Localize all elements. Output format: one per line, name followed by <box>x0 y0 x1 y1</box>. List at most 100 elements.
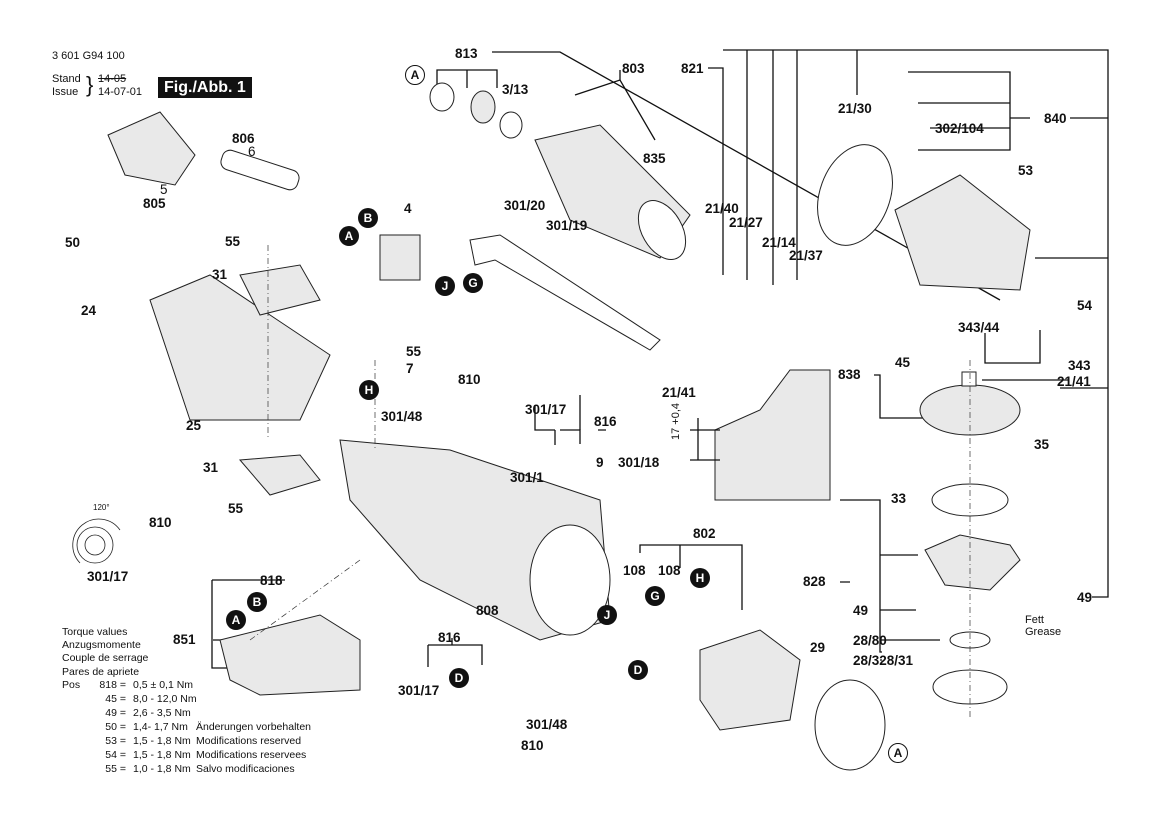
callout-a: A <box>339 226 359 246</box>
part-label: 21/41 <box>662 385 696 400</box>
part-label: 24 <box>81 303 97 318</box>
field-coil-part <box>699 629 801 731</box>
callout-d: D <box>628 660 648 680</box>
torque-pos: 50 = <box>105 721 126 733</box>
torque-title: Pares de apriete <box>62 666 140 678</box>
part-label: 816 <box>594 414 617 429</box>
bearing-part <box>470 90 496 124</box>
torque-pos: 45 = <box>105 693 126 705</box>
part-label: 21/41 <box>1057 374 1091 389</box>
torque-title: Torque values <box>62 626 128 638</box>
switch-cover-part <box>239 264 321 316</box>
callout-j: J <box>597 605 617 625</box>
part-label: 838 <box>838 367 861 382</box>
switch-rod-part <box>469 234 661 351</box>
part-label: 851 <box>173 632 196 647</box>
grease-note: Fett Grease <box>1025 614 1061 638</box>
part-label: 806 <box>232 131 255 146</box>
spring-part <box>84 534 106 556</box>
torque-value: 1,5 - 1,8 Nm <box>133 735 191 747</box>
part-label: 803 <box>622 61 645 76</box>
part-label: 54 <box>1077 298 1093 313</box>
part-label: 55 <box>225 234 241 249</box>
cable-sleeve <box>220 149 300 191</box>
angle-label: 120° <box>93 503 110 512</box>
modifications-note: Salvo modificaciones <box>196 763 295 775</box>
part-label: 301/18 <box>618 455 660 470</box>
part-label: 301/20 <box>504 198 546 213</box>
part-label: 21/30 <box>838 101 872 116</box>
part-label: 21/40 <box>705 201 739 216</box>
modifications-note: Modifications reservees <box>196 749 307 761</box>
part-label: 7 <box>406 361 414 376</box>
switch-part <box>379 234 421 281</box>
torque-pos: 49 = <box>105 707 126 719</box>
part-label: 55 <box>406 344 422 359</box>
part-label: 50 <box>65 235 81 250</box>
part-label: 301/1 <box>510 470 544 485</box>
baffle-part <box>814 679 886 771</box>
part-label: 301/48 <box>381 409 423 424</box>
part-label: 343 <box>1068 358 1091 373</box>
part-label: 818 <box>260 573 283 588</box>
part-label: 28/80 <box>853 633 887 648</box>
switch-cover-part <box>238 454 321 496</box>
callout-b: B <box>247 592 267 612</box>
part-label: 343/44 <box>958 320 1000 335</box>
part-label: 45 <box>895 355 911 370</box>
torque-value: 2,6 - 3,5 Nm <box>133 707 191 719</box>
part-label: 805 <box>143 196 166 211</box>
part-label: 108 <box>658 563 681 578</box>
housing-flange <box>529 524 611 636</box>
part-label: 29 <box>810 640 826 655</box>
callout-h: H <box>690 568 710 588</box>
part-label: 21/27 <box>729 215 763 230</box>
plug-part <box>107 111 196 186</box>
part-label: 802 <box>693 526 716 541</box>
callout-g: G <box>645 586 665 606</box>
torque-title: Couple de serrage <box>62 652 149 664</box>
fan-part <box>637 200 687 260</box>
torque-value: 1,4- 1,7 Nm <box>133 721 188 733</box>
torque-pos: 53 = <box>105 735 126 747</box>
callout-a: A <box>405 65 425 85</box>
modifications-note: Modifications reserved <box>196 735 302 747</box>
dimension-label: 17 +0,4 <box>670 402 682 440</box>
torque-pos: 54 = <box>105 749 126 761</box>
grease-line1: Fett <box>1025 614 1044 626</box>
part-label: 5 <box>160 182 168 197</box>
part-label: 301/19 <box>546 218 588 233</box>
callout-d: D <box>449 668 469 688</box>
part-label: 810 <box>521 738 544 753</box>
part-label: 828 <box>803 574 826 589</box>
bearing-flange-part <box>924 534 1021 591</box>
callout-g: G <box>463 273 483 293</box>
torque-title: Anzugsmomente <box>62 639 141 651</box>
part-label: 302/104 <box>935 121 984 136</box>
part-label: 301/17 <box>398 683 440 698</box>
part-label: 53 <box>1018 163 1034 178</box>
part-label: 301/17 <box>87 569 129 584</box>
part-label: 301/17 <box>525 402 567 417</box>
part-label: 301/48 <box>526 717 568 732</box>
torque-value: 0,5 ± 0,1 Nm <box>133 679 194 691</box>
handle-part <box>219 614 361 696</box>
part-label: 55 <box>228 501 244 516</box>
part-label: 816 <box>438 630 461 645</box>
part-label: 21/14 <box>762 235 796 250</box>
brace-icon: } <box>86 72 94 97</box>
callout-h: H <box>359 380 379 400</box>
part-label: 25 <box>186 418 202 433</box>
part-label: 821 <box>681 61 704 76</box>
torque-value: 8,0 - 12,0 Nm <box>133 693 197 705</box>
spacer-part <box>961 371 977 387</box>
part-label: 31 <box>212 267 228 282</box>
stand-value: 14-05 <box>98 73 127 85</box>
part-label: 840 <box>1044 111 1067 126</box>
guard-cover-part <box>817 144 893 246</box>
torque-pos: 55 = <box>105 763 126 775</box>
part-label: 31 <box>203 460 219 475</box>
part-label: 4 <box>404 201 412 216</box>
part-label: 810 <box>458 372 481 387</box>
